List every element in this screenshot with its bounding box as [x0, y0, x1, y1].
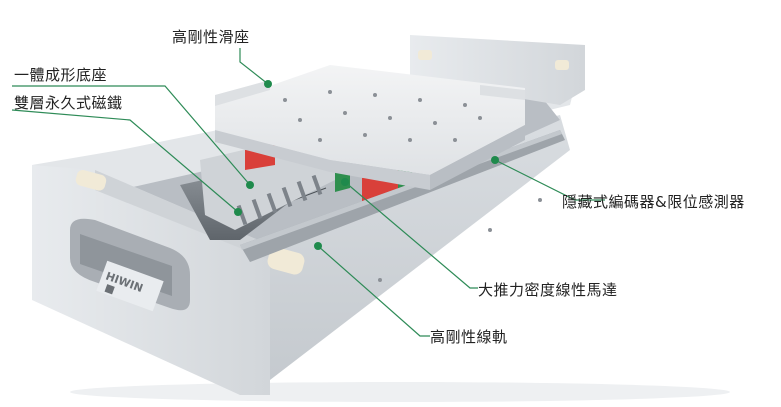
dot-encoder	[491, 156, 499, 164]
linear-rail	[240, 130, 565, 262]
rear-bumper-left	[418, 50, 432, 60]
leader-encoder	[494, 159, 605, 201]
dot-magnets	[234, 208, 242, 216]
carriage-lip-left	[215, 80, 270, 106]
dot-motor	[341, 178, 349, 186]
label-encoder: 隱藏式編碼器&限位感測器	[562, 193, 745, 211]
dot-rail	[314, 242, 322, 250]
leader-motor	[344, 181, 478, 289]
nameplate	[96, 260, 164, 312]
label-motor: 大推力密度線性馬達	[478, 281, 618, 299]
leader-rail	[317, 245, 430, 337]
label-carriage: 高剛性滑座	[172, 28, 250, 46]
base-holes	[378, 198, 542, 282]
qr-code-icon	[104, 284, 115, 295]
leader-carriage	[239, 48, 269, 85]
rear-end-block	[410, 35, 585, 105]
front-bumper-left	[75, 169, 107, 191]
front-bumper-right	[267, 247, 305, 275]
dot-carriage	[264, 80, 272, 88]
leader-lines	[11, 48, 605, 337]
label-magnets: 雙層永久式磁鐵	[14, 94, 123, 112]
leader-base	[12, 85, 251, 186]
carriage-top	[215, 65, 525, 175]
leader-dots	[234, 80, 499, 250]
carriage-holes	[283, 90, 482, 142]
leader-magnets	[11, 109, 239, 213]
label-rail: 高剛性線軌	[430, 328, 508, 346]
rear-bumper-right	[555, 60, 569, 70]
label-base: 一體成形底座	[14, 66, 108, 84]
floor-shadow	[70, 382, 730, 402]
dot-base	[246, 181, 254, 189]
carriage-side-edge	[430, 125, 525, 190]
carriage-front-edge	[215, 130, 430, 190]
carriage-lip-right	[480, 85, 525, 100]
